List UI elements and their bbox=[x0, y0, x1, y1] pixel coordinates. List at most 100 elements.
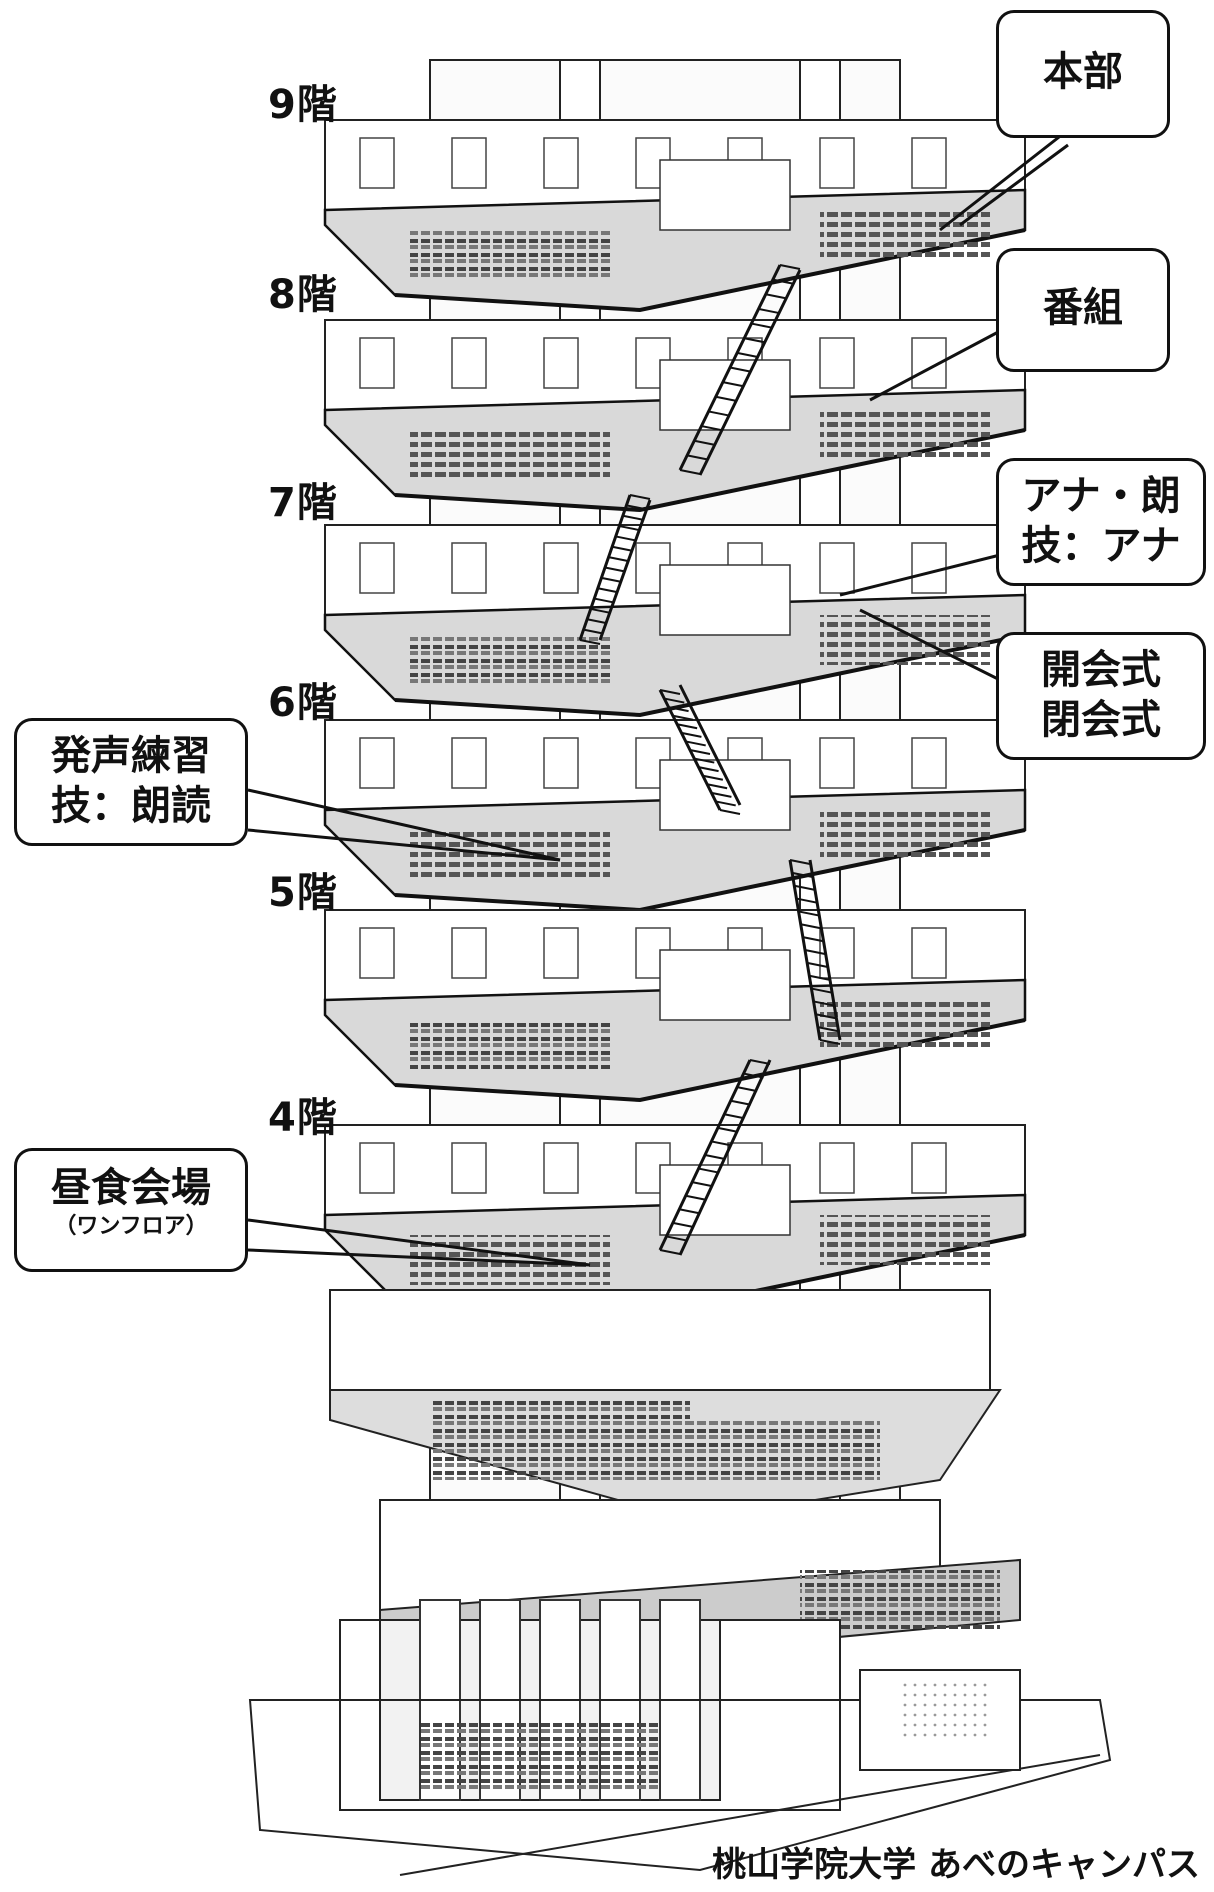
stair-step bbox=[689, 749, 711, 755]
stair-step bbox=[698, 766, 719, 773]
stair-step bbox=[659, 689, 681, 695]
stair-step bbox=[772, 278, 794, 285]
stair-step bbox=[626, 504, 647, 511]
stair-step bbox=[819, 1039, 841, 1045]
floor-slab-9f bbox=[323, 119, 1027, 313]
stair-step bbox=[730, 1099, 751, 1106]
stair-step bbox=[743, 1072, 764, 1079]
stair-step bbox=[708, 410, 729, 417]
stair-step bbox=[796, 897, 817, 904]
callout-chushoku-line1: 昼食会場 bbox=[51, 1165, 211, 1211]
callout-honbu-line1: 本部 bbox=[1043, 49, 1123, 95]
stair-step bbox=[789, 859, 811, 865]
stair-step bbox=[694, 757, 715, 764]
callout-ana-rou-line2: 技：アナ bbox=[1021, 523, 1181, 569]
stair-step bbox=[594, 597, 615, 604]
stair-step bbox=[679, 469, 701, 475]
stair-step bbox=[711, 1140, 732, 1147]
stair-step bbox=[736, 351, 758, 358]
stair-step bbox=[715, 395, 736, 402]
stair-step bbox=[611, 545, 633, 552]
stair-step bbox=[791, 871, 813, 878]
stair-step bbox=[751, 322, 772, 329]
stair-step bbox=[586, 618, 608, 625]
stair-step bbox=[806, 961, 828, 968]
floor-label-9f: 9階 bbox=[268, 82, 338, 128]
leader-hassei bbox=[247, 788, 561, 862]
stair-step bbox=[679, 1208, 700, 1215]
stair-step bbox=[608, 556, 629, 563]
stair-step bbox=[706, 783, 728, 790]
leader-bangumi bbox=[869, 328, 1003, 402]
floor-slab-8f bbox=[323, 319, 1027, 513]
floor-label-5f: 5階 bbox=[268, 870, 338, 916]
callout-hassei-line1: 発声練習 bbox=[51, 733, 211, 779]
leader-honbu bbox=[939, 128, 1069, 232]
stair-step bbox=[659, 1249, 681, 1255]
stair-step bbox=[715, 800, 736, 807]
stair-step bbox=[676, 723, 698, 730]
stair-step bbox=[736, 1086, 758, 1093]
stair-step bbox=[629, 494, 651, 500]
stair-step bbox=[813, 1000, 834, 1007]
floor-label-4f: 4階 bbox=[268, 1095, 338, 1141]
stair-step bbox=[622, 514, 644, 521]
stair-step bbox=[698, 1167, 719, 1174]
stair-step bbox=[619, 525, 640, 532]
stair-step bbox=[672, 714, 694, 721]
stair-step bbox=[685, 1194, 706, 1201]
stair-step bbox=[604, 566, 626, 573]
stair-step bbox=[704, 1154, 726, 1160]
callout-leaders bbox=[247, 128, 1069, 1267]
stair-step bbox=[702, 774, 724, 781]
stair-step bbox=[779, 264, 801, 270]
leader-ana bbox=[839, 553, 1001, 597]
stair-step bbox=[809, 974, 830, 981]
stair-steps bbox=[579, 264, 841, 1255]
stair-step bbox=[719, 809, 741, 815]
callout-bangumi-line1: 番組 bbox=[1043, 285, 1123, 331]
stair-step bbox=[729, 366, 751, 373]
callout-kaikai: 開会式 閉会式 bbox=[996, 632, 1206, 760]
stair-step bbox=[804, 949, 826, 955]
stair-step bbox=[749, 1059, 771, 1065]
stair-step bbox=[590, 607, 611, 614]
floor-label-8f: 8階 bbox=[268, 272, 338, 318]
stair-step bbox=[672, 1221, 694, 1228]
stair-step bbox=[601, 576, 622, 583]
stair-step bbox=[681, 731, 702, 738]
floor-label-7f: 7階 bbox=[268, 480, 338, 526]
stair-step bbox=[811, 987, 832, 994]
lower-floors bbox=[248, 1289, 1112, 1876]
stair-step bbox=[666, 1235, 687, 1242]
floor-slab-5f bbox=[323, 909, 1027, 1103]
stair-step bbox=[691, 1181, 713, 1188]
stair-step bbox=[694, 439, 715, 446]
stair-step bbox=[802, 936, 824, 943]
stair-step bbox=[800, 923, 821, 930]
stair-step bbox=[668, 706, 689, 713]
stair-step bbox=[815, 1013, 836, 1020]
floor-slab-7f bbox=[323, 524, 1027, 718]
callout-chushoku-sub: （ワンフロア） bbox=[54, 1214, 208, 1239]
floor-slab-6f bbox=[323, 719, 1027, 913]
stair-step bbox=[615, 535, 636, 542]
stair-step bbox=[798, 910, 819, 917]
stair-step bbox=[765, 293, 786, 300]
callout-bangumi: 番組 bbox=[996, 248, 1170, 372]
callout-ana-rou-line1: アナ・朗 bbox=[1021, 473, 1181, 519]
stair-step bbox=[744, 337, 765, 344]
campus-caption: 桃山学院大学 あべのキャンパス bbox=[712, 1845, 1200, 1885]
stair-step bbox=[724, 1113, 745, 1120]
stair-step bbox=[664, 697, 685, 704]
callout-honbu: 本部 bbox=[996, 10, 1170, 138]
stair-step bbox=[701, 425, 722, 432]
stair-step bbox=[711, 791, 732, 798]
leader-chushoku bbox=[247, 1218, 591, 1267]
stair-step bbox=[758, 307, 779, 314]
stair-step bbox=[685, 740, 706, 747]
floor-label-6f: 6階 bbox=[268, 680, 338, 726]
stair-step bbox=[583, 628, 604, 635]
stair-step bbox=[717, 1126, 739, 1133]
